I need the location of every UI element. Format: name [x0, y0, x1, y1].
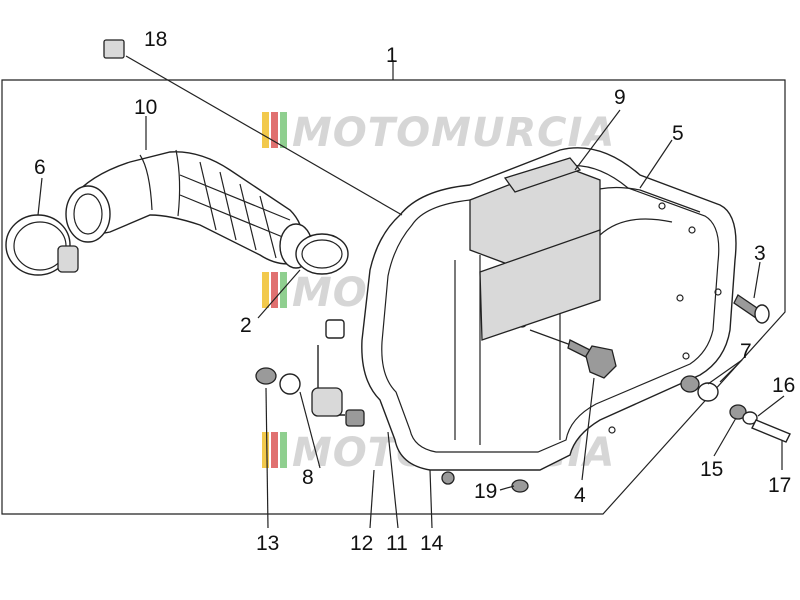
callout-19: 19 [474, 480, 497, 503]
callout-4: 4 [574, 484, 586, 507]
intake-duct [65, 149, 313, 269]
callout-3: 3 [754, 242, 766, 265]
bushings-washers [680, 375, 791, 443]
callout-9: 9 [614, 86, 626, 109]
leader-lines [37, 55, 785, 529]
callout-16: 16 [772, 374, 795, 397]
callout-10: 10 [134, 96, 157, 119]
drain-tube-assembly [255, 319, 529, 493]
callout-8: 8 [302, 466, 314, 489]
assembly-outline [1, 79, 786, 515]
callout-13: 13 [256, 532, 279, 555]
callout-14: 14 [420, 532, 444, 555]
knob-screw-4 [529, 329, 617, 379]
callout-2: 2 [240, 314, 252, 337]
callout-17: 17 [768, 474, 791, 497]
callout-7: 7 [740, 340, 752, 363]
screw-3 [733, 294, 770, 324]
callout-1: 1 [386, 44, 398, 67]
clip-18 [103, 39, 125, 59]
callout-6: 6 [34, 156, 46, 179]
callout-5: 5 [672, 122, 684, 145]
callout-15: 15 [700, 458, 723, 481]
hose-clamp-small [295, 233, 349, 275]
filter-sponge [469, 157, 601, 341]
callout-11: 11 [386, 532, 408, 555]
watermark-text: MOTOMURCIA [292, 110, 615, 156]
watermark-top: MOTOMURCIA [262, 110, 615, 156]
callout-12: 12 [350, 532, 373, 555]
callout-18: 18 [144, 28, 167, 51]
